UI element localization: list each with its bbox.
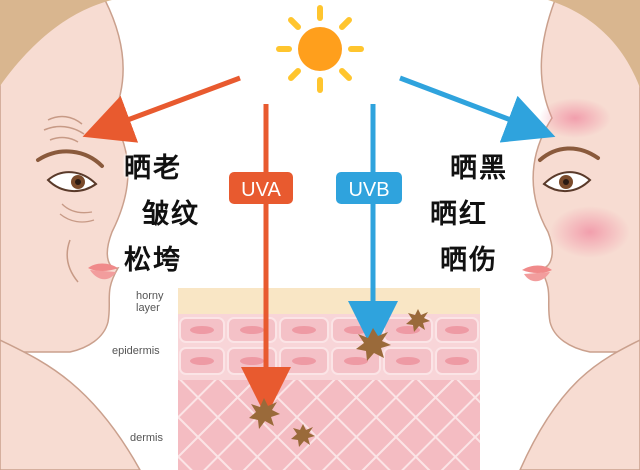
right-face [519, 0, 640, 470]
dermis-label: dermis [130, 432, 164, 444]
wrinkle-lines [47, 115, 83, 125]
uvb-label-pill [336, 172, 402, 204]
damage-burst-icon [249, 309, 430, 447]
uvb-label: UVB [348, 179, 389, 201]
uva-label: UVA [241, 179, 281, 201]
right-eyebrow [538, 146, 600, 162]
horny-layer-label: horny layer [136, 290, 164, 314]
left-neck [0, 339, 141, 470]
uva-label-pill [229, 172, 293, 204]
right-neck [519, 339, 640, 470]
left-hair [0, 0, 112, 86]
uvb-effect-1: 晒黑 [450, 153, 508, 184]
uvb-effect-3: 晒伤 [440, 245, 498, 276]
uva-effect-2: 皱纹 [142, 199, 200, 230]
right-hair [548, 0, 640, 88]
left-lips [88, 263, 118, 271]
uva-effect-3: 松垮 [124, 245, 182, 276]
uva-effect-1: 晒老 [124, 153, 182, 184]
uva-arrow-to-face [82, 75, 241, 143]
sun-icon [276, 5, 364, 93]
sunburn-cheek [550, 206, 630, 258]
uvb-arrow-to-face [399, 75, 556, 143]
left-face [0, 0, 141, 470]
right-lips [522, 265, 552, 273]
dermis-band [178, 380, 480, 470]
left-eyebrow [36, 149, 104, 168]
epidermis-label: epidermis [112, 345, 160, 357]
horny-layer-band [178, 288, 480, 314]
skin-cross-section [178, 288, 480, 470]
sunburn-forehead [539, 98, 611, 138]
uvb-effect-2: 晒红 [430, 199, 488, 230]
